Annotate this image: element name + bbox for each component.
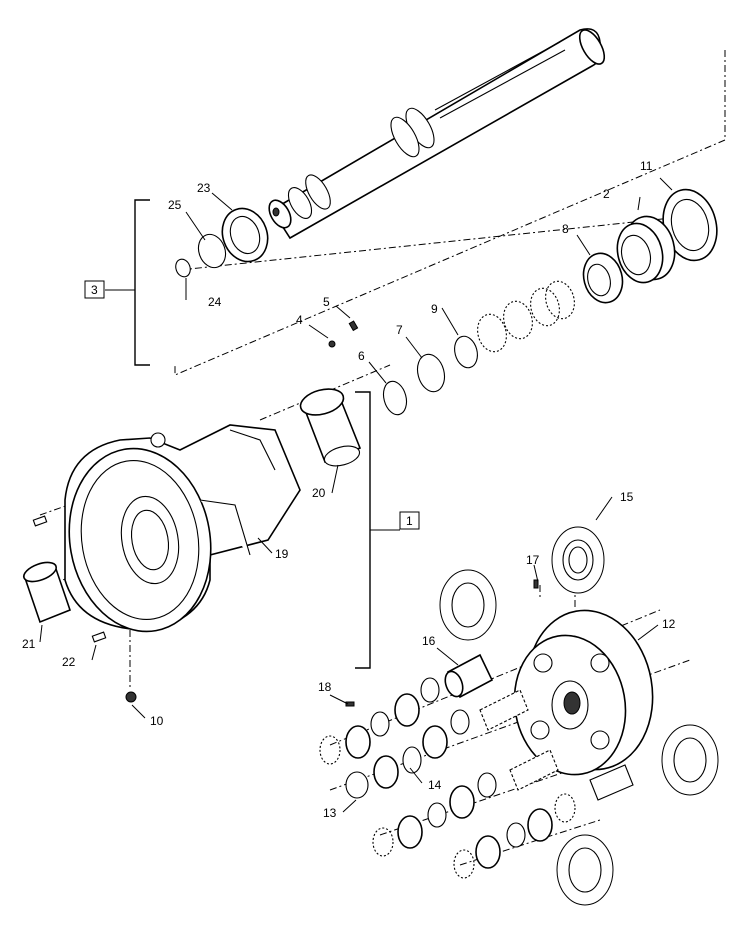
callout-4: 4 [296, 313, 303, 327]
bearing-cup [299, 388, 362, 467]
planet-gears [439, 526, 719, 906]
planet-pins [444, 653, 634, 801]
callout-labels: 3 1 2 11 8 23 25 24 5 4 9 7 6 20 19 21 2… [22, 159, 676, 820]
planet-carrier [513, 609, 654, 776]
shim-stack [328, 280, 575, 416]
callout-23: 23 [197, 181, 211, 195]
callout-15: 15 [620, 490, 634, 504]
callout-13: 13 [323, 806, 337, 820]
callout-7: 7 [396, 323, 403, 337]
callout-20: 20 [312, 486, 326, 500]
callout-16: 16 [422, 634, 436, 648]
assembly-box-3-text: 3 [91, 283, 98, 297]
axle-housing [64, 424, 301, 633]
callout-12: 12 [662, 617, 676, 631]
callout-8: 8 [562, 222, 569, 236]
callout-22: 22 [62, 655, 76, 669]
leader-lines [39, 177, 673, 813]
bearing-group [582, 188, 718, 304]
callout-2: 2 [603, 187, 610, 201]
callout-25: 25 [168, 198, 182, 212]
callout-18: 18 [318, 680, 332, 694]
gear-upper-left [439, 569, 497, 641]
assembly-box-1-text: 1 [406, 514, 413, 528]
callout-17: 17 [526, 553, 540, 567]
gear-15 [551, 526, 605, 594]
callout-6: 6 [358, 349, 365, 363]
callout-24: 24 [208, 295, 222, 309]
callout-9: 9 [431, 302, 438, 316]
needle-rollers-washers [319, 579, 576, 879]
assembly-box-3 [84, 280, 105, 299]
callout-19: 19 [275, 547, 289, 561]
callout-14: 14 [428, 778, 442, 792]
shaft-seal-group [175, 207, 269, 278]
group-brackets [105, 199, 400, 669]
gear-bottom [556, 834, 614, 906]
callout-21: 21 [22, 637, 36, 651]
housing-hardware [22, 515, 137, 703]
callout-5: 5 [323, 295, 330, 309]
callout-11: 11 [640, 159, 653, 173]
assembly-box-1 [399, 511, 420, 530]
callout-10: 10 [150, 714, 164, 728]
input-shaft [268, 28, 606, 240]
gear-right [661, 724, 719, 796]
